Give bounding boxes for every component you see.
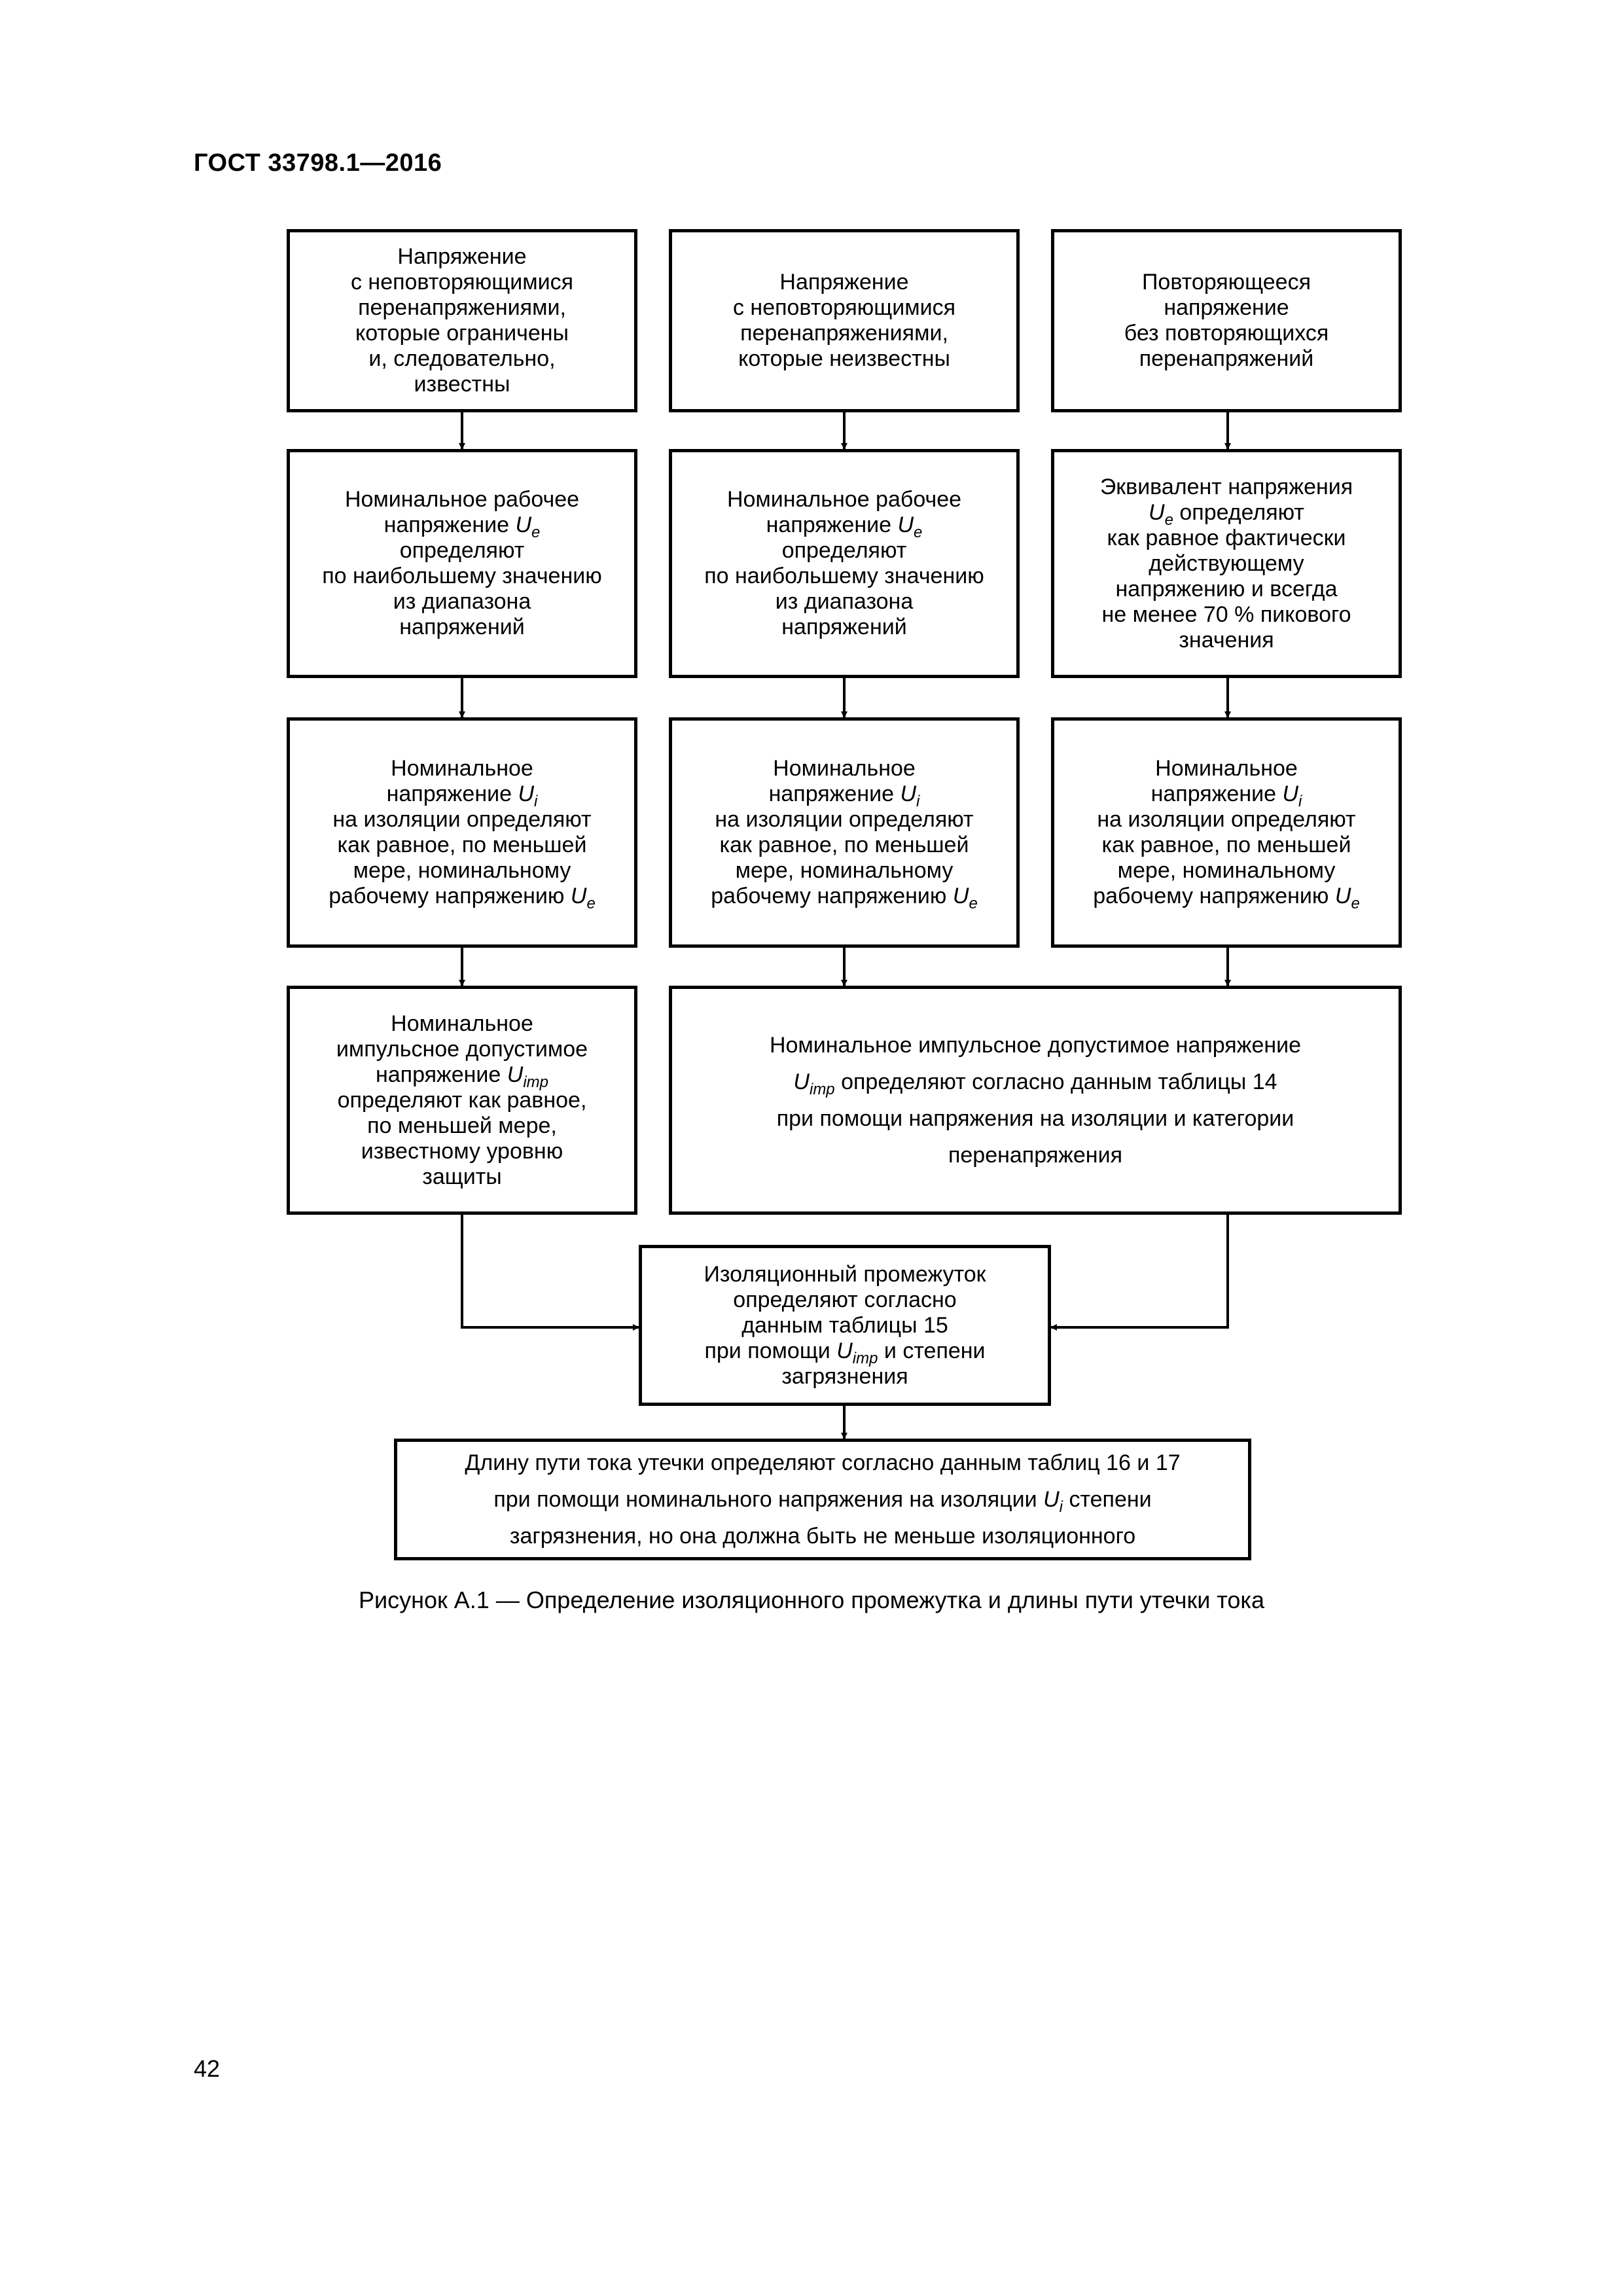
text-line: Напряжение: [397, 244, 527, 269]
text-line: как равное, по меньшей: [719, 833, 969, 857]
text-line: напряжение Ue: [383, 512, 541, 541]
text-line: рабочему напряжению Ue: [711, 884, 978, 912]
text-line: напряжению и всегда: [1115, 576, 1338, 601]
box-r2-left: Номинальное рабочее напряжение Ue опреде…: [287, 449, 637, 678]
box-r1-right: Повторяющееся напряжение без повторяющих…: [1051, 229, 1402, 412]
text-line: значения: [1179, 627, 1274, 653]
arrow-r4-right-to-center: [1050, 1215, 1229, 1331]
box-r5-center: Изоляционный промежуток определяют согла…: [639, 1245, 1051, 1406]
text-line: Напряжение: [779, 270, 909, 295]
text-line: Номинальное рабочее: [726, 487, 962, 512]
text-line: напряжений: [399, 615, 525, 639]
text-line: определяют как равное,: [337, 1087, 587, 1113]
text-line: Номинальное: [391, 1011, 533, 1036]
text-line: данным таблицы 15: [741, 1312, 948, 1338]
text-line: Изоляционный промежуток: [704, 1261, 986, 1287]
text-line: напряжение Ue: [766, 512, 923, 541]
text-line: на изоляции определяют: [332, 807, 592, 832]
text-line: определяют: [781, 538, 907, 563]
text-line: из диапазона: [393, 589, 531, 614]
text-line: не менее 70 % пикового: [1101, 601, 1351, 627]
text-line: которые неизвестны: [738, 346, 950, 371]
text-line: по наибольшему значению: [322, 564, 602, 588]
text-line: Номинальное импульсное допустимое напряж…: [769, 1033, 1302, 1058]
text-line: Длину пути тока утечки определяют соглас…: [465, 1450, 1181, 1475]
text-line: действующему: [1149, 550, 1304, 576]
text-line: загрязнения: [781, 1363, 908, 1389]
text-line: на изоляции определяют: [1097, 807, 1356, 832]
text-line: определяют: [399, 538, 525, 563]
text-line: при помощи Uimp и степени: [704, 1338, 986, 1367]
text-line: при помощи напряжения на изоляции и кате…: [776, 1106, 1294, 1131]
text-line: известны: [414, 372, 510, 397]
text-line: Uimp определяют согласно данным таблицы …: [793, 1069, 1277, 1098]
text-line: с неповторяющимися: [350, 270, 574, 295]
text-line: загрязнения, но она должна быть не меньш…: [509, 1524, 1136, 1549]
box-r3-right: Номинальное напряжение Ui на изоляции оп…: [1051, 717, 1402, 948]
document-header: ГОСТ 33798.1—2016: [194, 149, 442, 177]
text-line: без повторяющихся: [1124, 321, 1329, 346]
text-line: Ue определяют: [1149, 499, 1304, 529]
text-line: перенапряжения: [948, 1143, 1122, 1168]
box-r1-left: Напряжение с неповторяющимися перенапряж…: [287, 229, 637, 412]
text-line: при помощи номинального напряжения на из…: [493, 1487, 1152, 1516]
text-line: мере, номинальному: [735, 858, 954, 883]
box-r4-wide: Номинальное импульсное допустимое напряж…: [669, 986, 1402, 1215]
box-r1-middle: Напряжение с неповторяющимися перенапряж…: [669, 229, 1020, 412]
text-line: напряжение Ui: [768, 781, 920, 810]
text-line: по меньшей мере,: [367, 1113, 557, 1138]
text-line: перенапряжениями,: [740, 321, 948, 346]
text-line: как равное фактически: [1107, 525, 1346, 550]
text-line: перенапряжениями,: [358, 295, 566, 320]
text-line: с неповторяющимися: [732, 295, 956, 320]
text-line: импульсное допустимое: [336, 1036, 588, 1062]
text-line: рабочему напряжению Ue: [1093, 884, 1360, 912]
text-line: Номинальное рабочее: [344, 487, 580, 512]
text-line: из диапазона: [775, 589, 914, 614]
box-r2-middle: Номинальное рабочее напряжение Ue опреде…: [669, 449, 1020, 678]
text-line: напряжение Ui: [1150, 781, 1302, 810]
text-line: рабочему напряжению Ue: [329, 884, 596, 912]
text-line: известному уровню: [361, 1138, 563, 1164]
text-line: перенапряжений: [1139, 346, 1314, 371]
text-line: мере, номинальному: [353, 858, 571, 883]
text-line: мере, номинальному: [1117, 858, 1336, 883]
text-line: защиты: [422, 1164, 502, 1189]
text-line: и, следовательно,: [368, 346, 556, 371]
text-line: как равное, по меньшей: [1101, 833, 1351, 857]
text-line: которые ограничены: [355, 321, 569, 346]
text-line: определяют согласно: [733, 1287, 957, 1312]
box-r6-bottom: Длину пути тока утечки определяют соглас…: [394, 1439, 1251, 1560]
text-line: Номинальное: [773, 756, 916, 781]
text-line: Номинальное: [1155, 756, 1298, 781]
text-line: напряжение Uimp: [375, 1062, 549, 1091]
box-r3-left: Номинальное напряжение Ui на изоляции оп…: [287, 717, 637, 948]
box-r4-left: Номинальное импульсное допустимое напряж…: [287, 986, 637, 1215]
text-line: Эквивалент напряжения: [1099, 474, 1353, 499]
figure-caption: Рисунок А.1 — Определение изоляционного …: [359, 1587, 1264, 1613]
box-r2-right: Эквивалент напряжения Ue определяют как …: [1051, 449, 1402, 678]
text-line: по наибольшему значению: [704, 564, 984, 588]
text-line: Повторяющееся: [1141, 270, 1311, 295]
text-line: напряжение Ui: [386, 781, 538, 810]
text-line: как равное, по меньшей: [337, 833, 587, 857]
page-number: 42: [194, 2055, 221, 2082]
box-r3-middle: Номинальное напряжение Ui на изоляции оп…: [669, 717, 1020, 948]
text-line: на изоляции определяют: [715, 807, 974, 832]
arrow-r4-left-to-center: [461, 1215, 639, 1331]
text-line: Номинальное: [391, 756, 533, 781]
text-line: напряжение: [1164, 295, 1289, 320]
text-line: напряжений: [781, 615, 907, 639]
